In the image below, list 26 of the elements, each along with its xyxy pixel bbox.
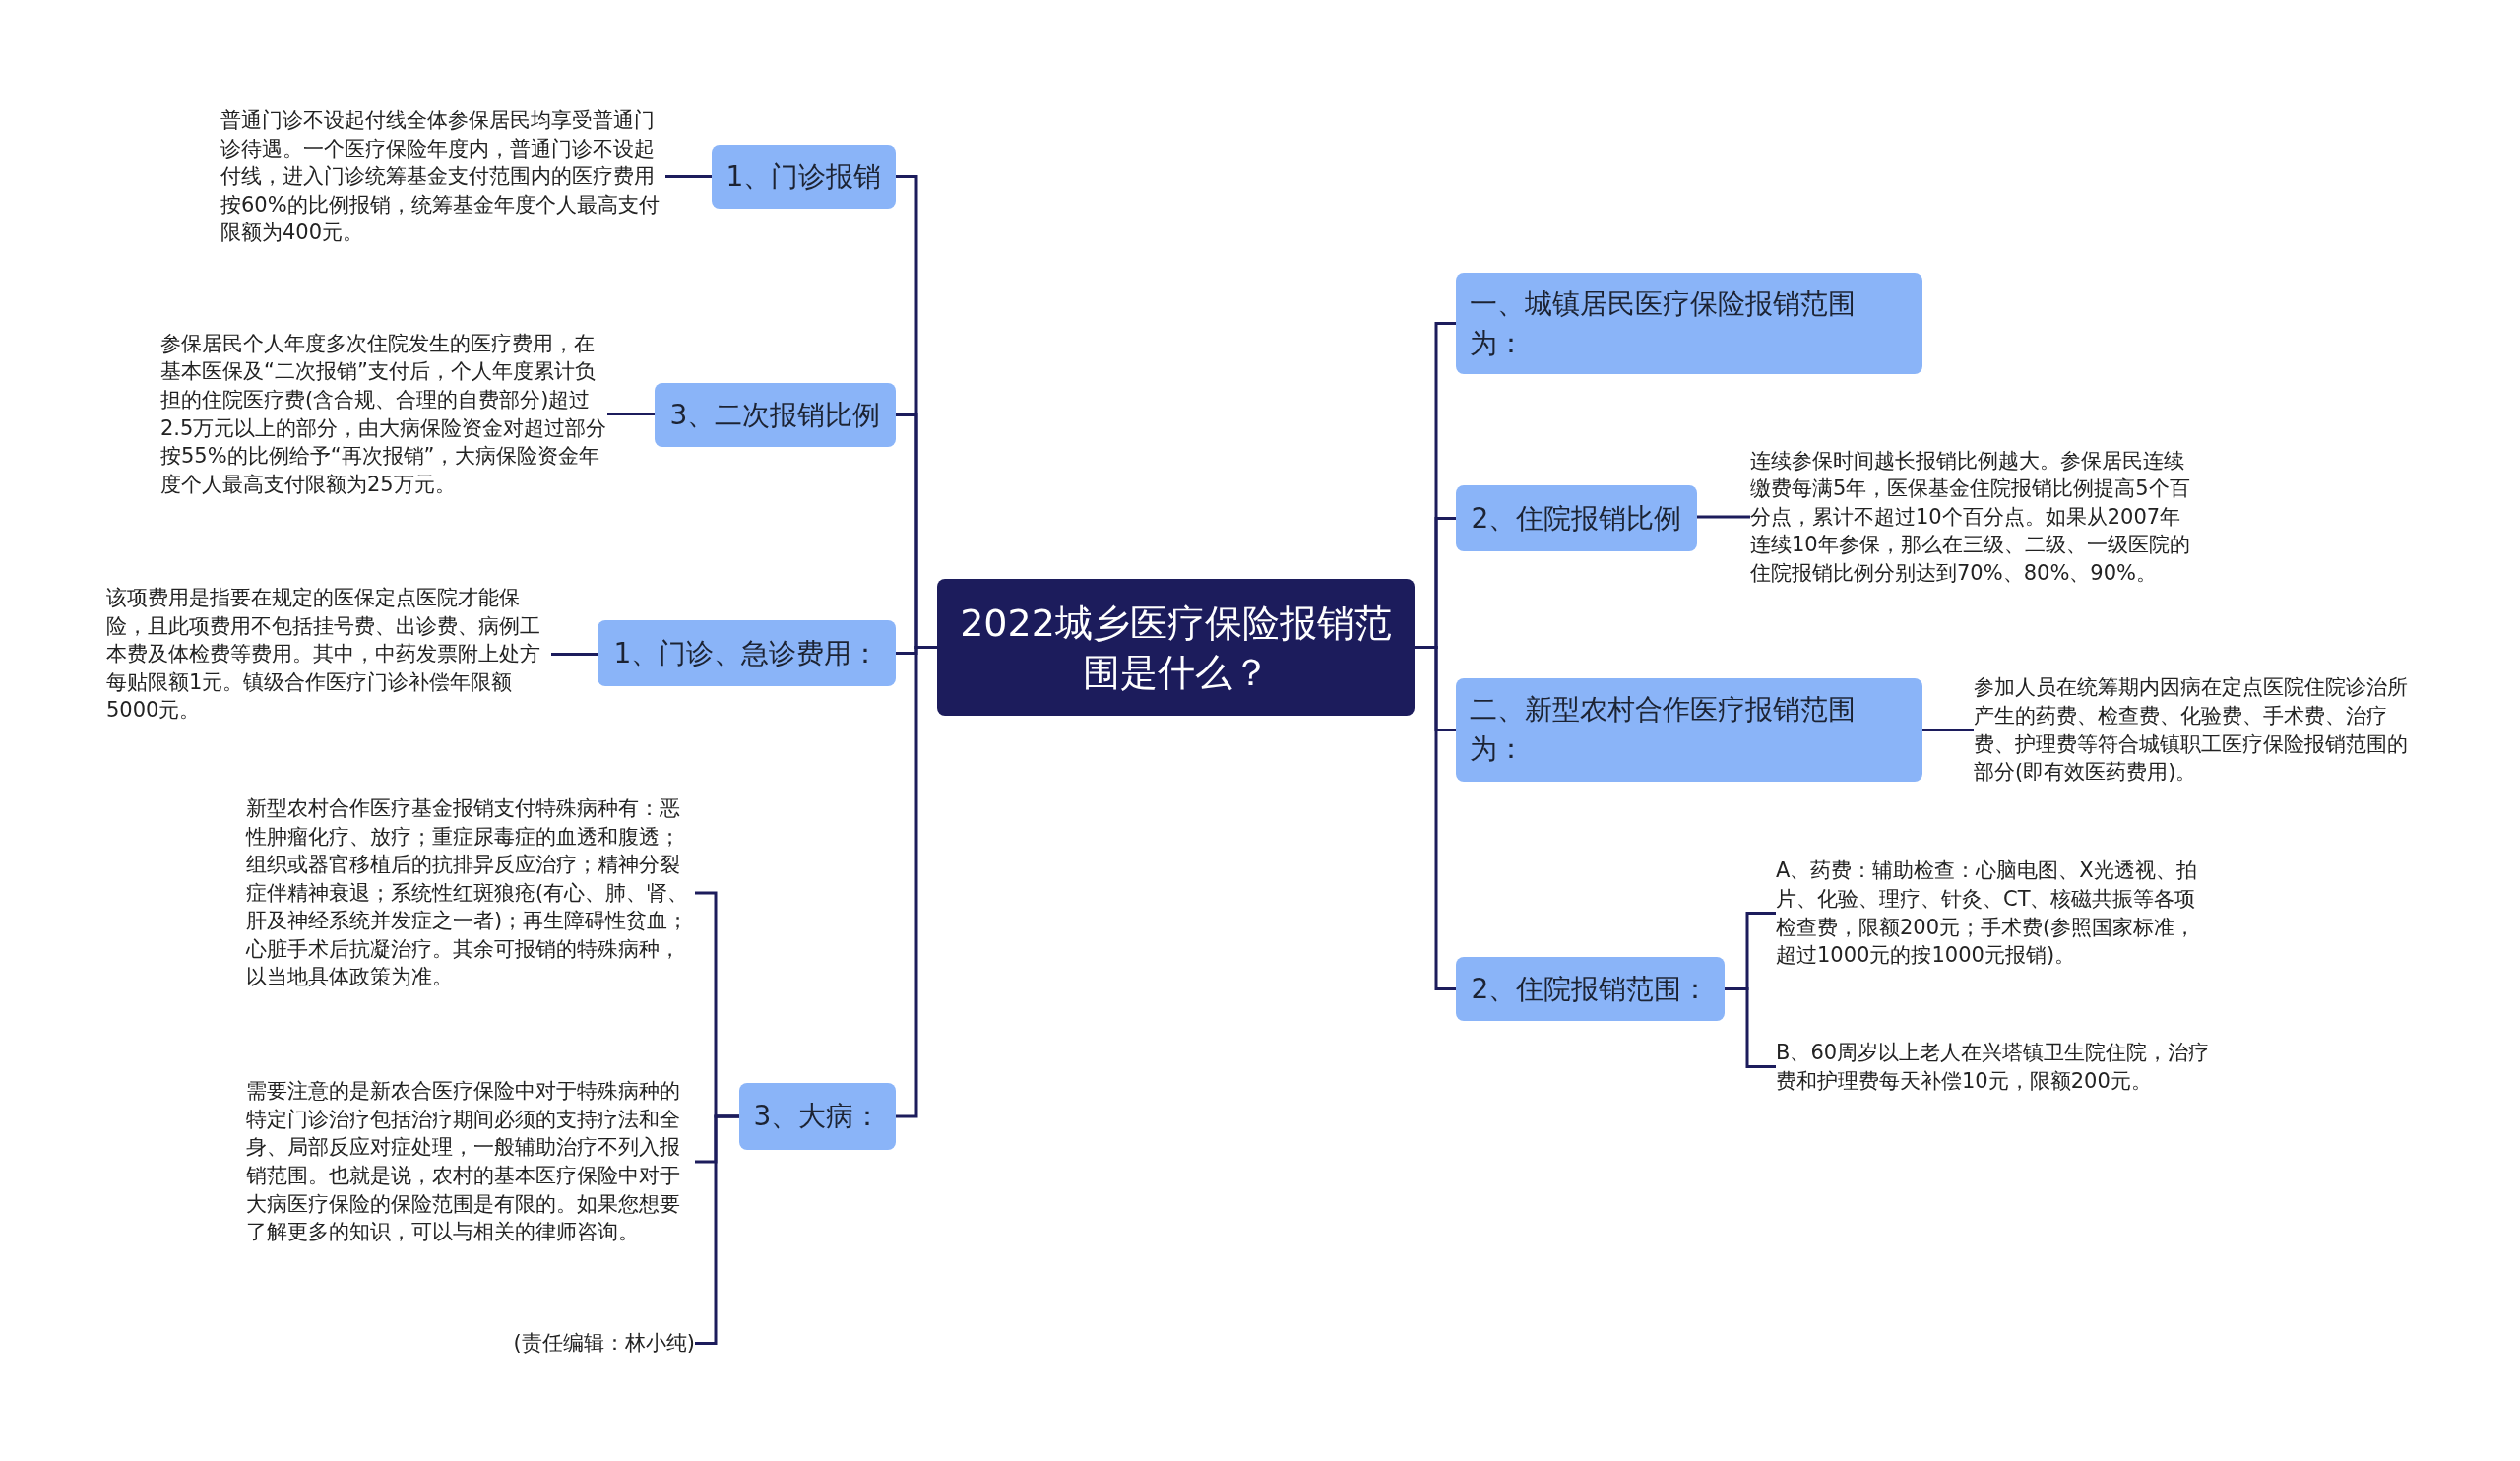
connector-line [1922, 729, 1974, 731]
note-text: 普通门诊不设起付线全体参保居民均享受普通门诊待遇。一个医疗保险年度内，普通门诊不设起付线，进入门诊统筹基金支付范围内的医疗费用按60%的比例报销，统筹基金年度个人最高支付限额为400元。 [220, 104, 665, 249]
note-text: A、药费：辅助检查：心脑电图、X光透视、拍片、化验、理疗、针灸、CT、核磁共振等各项检查费，限额200元；手术费(参照国家标准，超过1000元的按1000元报销)。 [1776, 856, 2215, 971]
connector-line [896, 646, 937, 1118]
note-text: 新型农村合作医疗基金报销支付特殊病种有：恶性肿瘤化疗、放疗；重症尿毒症的血透和腹透；组织或器官移植后的抗排异反应治疗；精神分裂症伴精神衰退；系统性红斑狼疮(有心、肺、肾、肝及神经系统并发症之一者)；再生障碍性贫血；心脏手术后抗凝治疗。其余可报销的特殊病种，以当地具体政策为准。 [246, 793, 695, 993]
topic-box: 1、门诊报销 [712, 145, 896, 209]
topic-box: 3、二次报销比例 [655, 383, 896, 447]
connector-line [607, 413, 655, 415]
topic-box: 3、大病： [739, 1083, 896, 1150]
topic-box: 一、城镇居民医疗保险报销范围为： [1456, 273, 1922, 374]
note-text: 参保居民个人年度多次住院发生的医疗费用，在基本医保及“二次报销”支付后，个人年度累计负担的住院医疗费(含合规、合理的自费部分)超过2.5万元以上的部分，由大病保险资金对超过部分按55%的比例给予“再次报销”，大病保险资金年度个人最高支付限额为25万元。 [160, 313, 607, 515]
topic-box: 2、住院报销比例 [1456, 485, 1697, 551]
topic-box: 2、住院报销范围： [1456, 957, 1725, 1021]
note-text: 连续参保时间越长报销比例越大。参保居民连续缴费每满5年，医保基金住院报销比例提高5个百分点，累计不超过10个百分点。如果从2007年连续10年参保，那么在三级、二级、一级医院的住院报销比例分别达到70%、80%、90%。 [1750, 431, 2199, 603]
connector-line [665, 175, 712, 178]
note-text: B、60周岁以上老人在兴塔镇卫生院住院，治疗费和护理费每天补偿10元，限额200元。 [1776, 1037, 2225, 1097]
topic-box: 1、门诊、急诊费用： [598, 620, 896, 686]
connector-line [1697, 515, 1750, 519]
note-text: 需要注意的是新农合医疗保险中对于特殊病种的特定门诊治疗包括治疗期间必须的支持疗法和全身、局部反应对症处理，一般辅助治疗不列入报销范围。也就是说，农村的基本医疗保险中对于大病医疗保险的保险范围是有限的。如果您想要了解更多的知识，可以与相关的律师咨询。 [246, 1061, 695, 1262]
note-text: 该项费用是指要在规定的医保定点医院才能保险，且此项费用不包括挂号费、出诊费、病例工本费及体检费等费用。其中，中药发票附上处方每贴限额1元。镇级合作医疗门诊补偿年限额5000元。 [106, 582, 551, 727]
central-topic-box: 2022城乡医疗保险报销范围是什么？ [937, 579, 1415, 716]
note-text: (责任编辑：林小纯) [443, 1328, 695, 1359]
note-text: 参加人员在统筹期内因病在定点医院住院诊治所产生的药费、检查费、化验费、手术费、治疗费、护理费等符合城镇职工医疗保险报销范围的部分(即有效医药费用)。 [1974, 672, 2425, 788]
topic-box: 二、新型农村合作医疗报销范围为： [1456, 678, 1922, 782]
connector-line [551, 653, 598, 656]
connector-line [1415, 646, 1456, 990]
